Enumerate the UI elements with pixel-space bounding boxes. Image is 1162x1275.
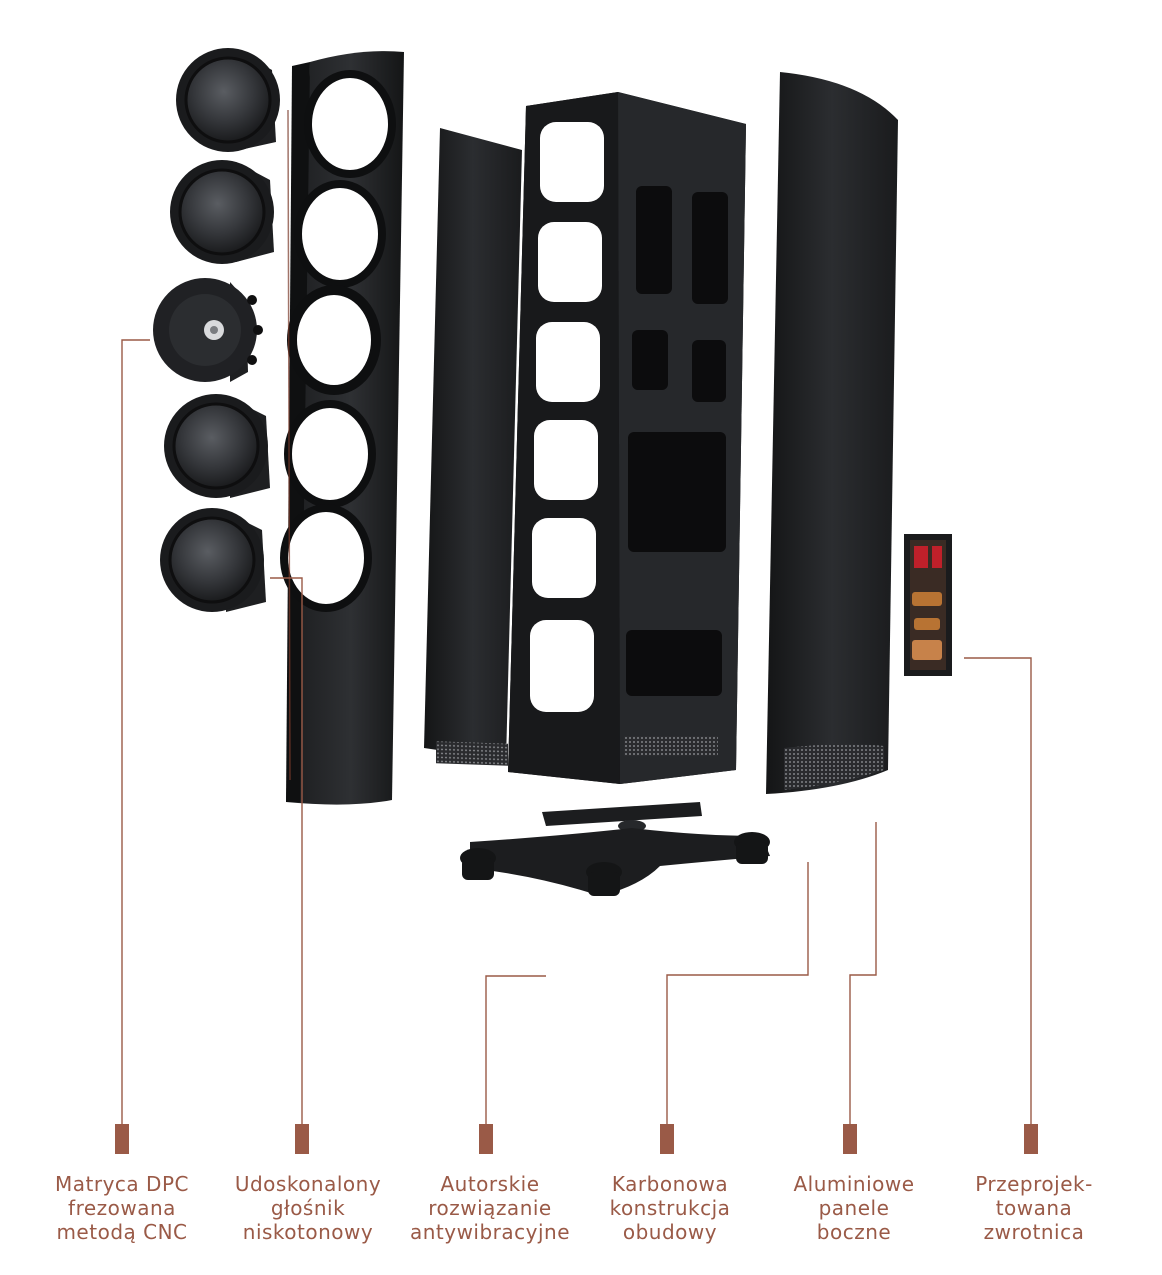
label-antivibration: Autorskie rozwiązanie antywibracyjne bbox=[390, 1172, 590, 1244]
label-line: antywibracyjne bbox=[409, 1220, 571, 1244]
right-side-panel bbox=[766, 72, 898, 794]
antivibration-base bbox=[460, 802, 770, 896]
woofer-driver-4 bbox=[160, 508, 266, 612]
woofer-driver-2 bbox=[170, 160, 274, 264]
marker-carbon bbox=[660, 1124, 674, 1154]
label-line: panele bbox=[818, 1196, 890, 1220]
label-line: frezowana bbox=[68, 1196, 176, 1220]
leader-dpc bbox=[121, 339, 150, 1124]
leader-lines bbox=[121, 339, 1032, 1124]
marker-alu bbox=[843, 1124, 857, 1154]
label-dpc-matrix: Matryca DPC frezowana metodą CNC bbox=[22, 1172, 222, 1244]
crossover-board bbox=[904, 534, 952, 676]
label-line: Karbonowa bbox=[611, 1172, 729, 1196]
marker-dpc bbox=[115, 1124, 129, 1154]
label-crossover: Przeprojek- towana zwrotnica bbox=[934, 1172, 1134, 1244]
label-line: rozwiązanie bbox=[428, 1196, 552, 1220]
label-line: Autorskie bbox=[440, 1172, 540, 1196]
tweeter-driver bbox=[153, 278, 263, 382]
label-line: Udoskonalony bbox=[234, 1172, 382, 1196]
label-aluminium-panels: Aluminiowe panele boczne bbox=[754, 1172, 954, 1244]
label-line: Aluminiowe bbox=[793, 1172, 915, 1196]
leader-markers bbox=[115, 1124, 1038, 1154]
leader-crossover bbox=[964, 657, 1032, 1124]
label-line: głośnik bbox=[270, 1196, 346, 1220]
label-line: niskotonowy bbox=[242, 1220, 374, 1244]
label-line: konstrukcja bbox=[609, 1196, 731, 1220]
left-side-panel bbox=[424, 128, 522, 766]
label-line: zwrotnica bbox=[983, 1220, 1085, 1244]
label-line: Matryca DPC bbox=[55, 1172, 189, 1196]
leader-alu bbox=[849, 822, 877, 1124]
woofer-driver-3 bbox=[164, 394, 270, 498]
label-line: boczne bbox=[816, 1220, 892, 1244]
marker-woofer bbox=[295, 1124, 309, 1154]
label-carbon-frame: Karbonowa konstrukcja obudowy bbox=[570, 1172, 770, 1244]
marker-crossover bbox=[1024, 1124, 1038, 1154]
front-baffle bbox=[280, 51, 404, 805]
marker-antivib bbox=[479, 1124, 493, 1154]
label-line: metodą CNC bbox=[56, 1220, 188, 1244]
label-line: Przeprojek- bbox=[975, 1172, 1093, 1196]
woofer-driver-1 bbox=[176, 48, 280, 152]
leader-antivib bbox=[485, 975, 546, 1124]
leader-carbon bbox=[666, 862, 809, 1124]
label-line: towana bbox=[995, 1196, 1073, 1220]
carbon-frame bbox=[508, 92, 746, 784]
drivers-stack bbox=[153, 48, 280, 612]
label-line: obudowy bbox=[622, 1220, 718, 1244]
label-woofer: Udoskonalony głośnik niskotonowy bbox=[208, 1172, 408, 1244]
leader-woofer bbox=[270, 577, 303, 1124]
